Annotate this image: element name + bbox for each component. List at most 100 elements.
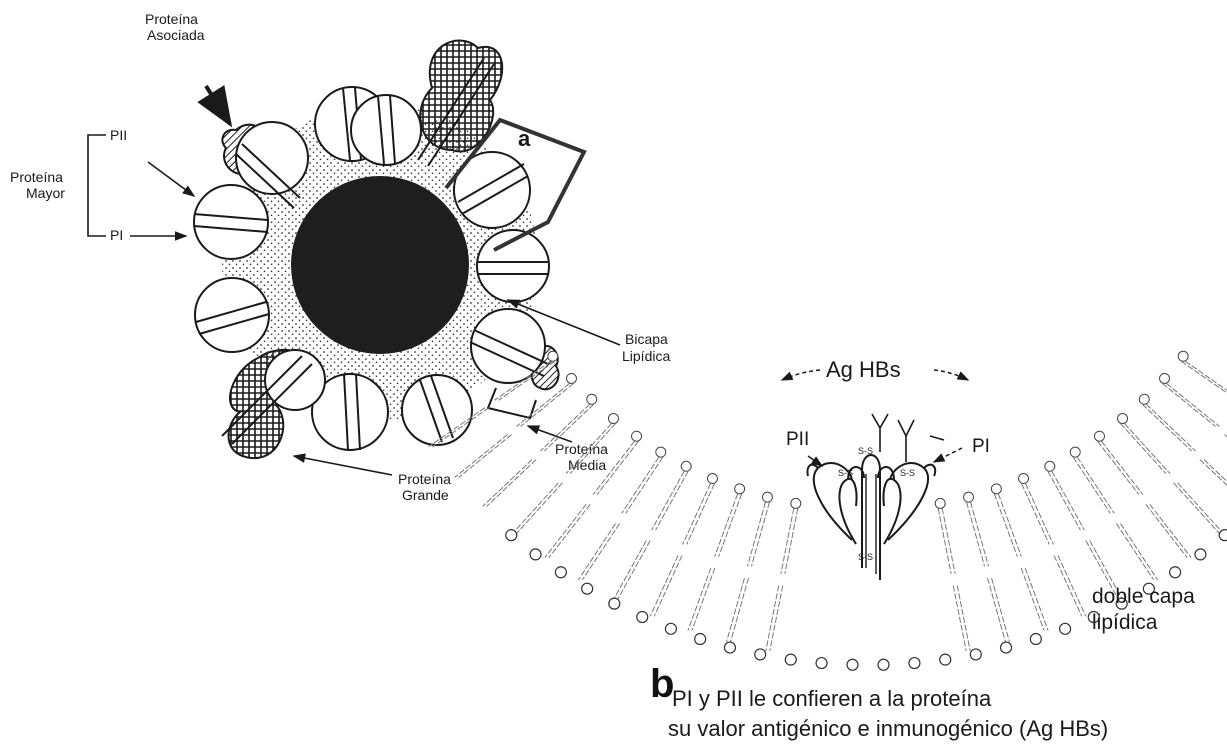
lipid-tail [715,494,738,557]
lipid-head-upper [608,414,618,424]
lipid-tail [1163,383,1216,426]
lipid-head-lower [1001,642,1012,653]
label-bicapa-1: Bicapa [625,331,668,347]
lipid-tail [622,457,659,513]
lipid-tail [1142,404,1191,451]
lipid-tail [1022,484,1050,545]
lipid-head-lower [1030,634,1041,645]
major-protein-unit [351,95,421,165]
lipid-head-lower [506,530,517,541]
arrow-asociada [206,86,230,124]
title-ag-hbs: Ag HBs [826,357,901,382]
lipid-head-upper [632,431,642,441]
lipid-tail [1048,471,1081,530]
lipid-tail [1026,484,1054,545]
label-media-1: Proteína [555,441,608,457]
major-protein-unit [194,185,268,259]
lipid-tail [953,586,966,651]
bond-ss-1: S-S [858,446,873,456]
lipid-tail [549,504,590,557]
lipid-head-upper [935,498,945,508]
lipid-tail [1025,568,1048,631]
lipid-head-lower [755,649,766,660]
label-mayor-2: Mayor [26,185,65,201]
lipid-tail [1097,441,1138,494]
lipid-tail [1101,441,1142,494]
lipid-tail [626,457,663,513]
lipid-tail [517,483,562,533]
label-doble-capa: doble capa [1092,584,1195,610]
lipid-head-upper [991,484,1001,494]
lipid-tail [1181,361,1227,400]
lipid-tail [618,541,651,600]
lipid-head-upper [1070,447,1080,457]
lipid-tail [483,460,532,507]
lipid-head-lower [695,634,706,645]
lipid-tail [1185,361,1227,400]
lipid-head-lower [530,549,541,560]
panel-label-a: a [518,126,531,151]
caption-line-2: su valor antigénico e inmunogénico (Ag H… [668,714,1108,744]
arrow-b-pi [934,448,962,462]
lipid-tail [942,508,955,573]
lipid-tail [1054,555,1082,616]
lipid-head-lower [1170,567,1181,578]
lipid-head-upper [587,394,597,404]
lipid-tail [1174,483,1219,533]
lipid-tail [1077,457,1114,513]
arrow-pii [148,162,194,196]
lipid-tail [781,508,794,573]
lipid-head-upper [791,498,801,508]
media-bracket [488,388,536,418]
lipid-tail [1121,424,1166,474]
lipid-tail [650,555,678,616]
major-protein-unit [195,278,269,352]
lipid-tail [1178,483,1223,533]
antigen-loops [807,414,944,580]
lipid-tail [455,435,508,478]
lipid-tail [513,483,558,533]
lipid-head-lower [785,654,796,665]
lipid-tail [687,484,715,545]
label-b-pi: PI [972,436,990,457]
lipid-tail [1116,524,1153,580]
lipid-tail [766,586,779,651]
lipid-head-upper [1160,373,1170,383]
lipid-tail [578,524,615,580]
lipid-head-lower [555,567,566,578]
label-b-pii: PII [786,429,809,450]
lipid-tail [1146,404,1195,451]
lipid-head-lower [940,654,951,665]
lipid-head-lower [609,598,620,609]
lipid-tail [683,484,711,545]
lipid-head-upper [762,492,772,502]
lipid-tail [1073,457,1110,513]
lipid-tail [1021,568,1044,631]
lipid-tail [656,471,689,530]
lipid-tail [957,586,970,651]
lipid-tail [998,494,1021,557]
lipid-head-upper [566,373,576,383]
lipid-tail [1200,460,1227,507]
lipid-tail [770,586,783,651]
label-lipidica: lipídica [1092,610,1157,636]
lipid-tail [688,568,711,631]
label-pi: PI [110,227,123,243]
arrow-media [528,426,572,442]
lipid-tail [1167,383,1220,426]
mayor-bracket [88,135,106,236]
lipid-head-lower [1195,549,1206,560]
lipid-head-lower [878,659,889,670]
particle-core [291,176,469,354]
label-mayor-1: Proteína [10,169,63,185]
lipid-head-upper [681,461,691,471]
lipid-tail [726,578,744,642]
lipid-head-upper [1118,414,1128,424]
caption-line-1: PI y PII le confieren a la proteína [672,684,991,714]
lipid-head-upper [548,351,558,361]
lipid-head-lower [970,649,981,660]
label-asociada-2: Asociada [147,27,205,43]
diagram-a: a Proteína Asociada PII Proteína Mayor P… [10,11,670,503]
lipid-tail [652,471,685,530]
